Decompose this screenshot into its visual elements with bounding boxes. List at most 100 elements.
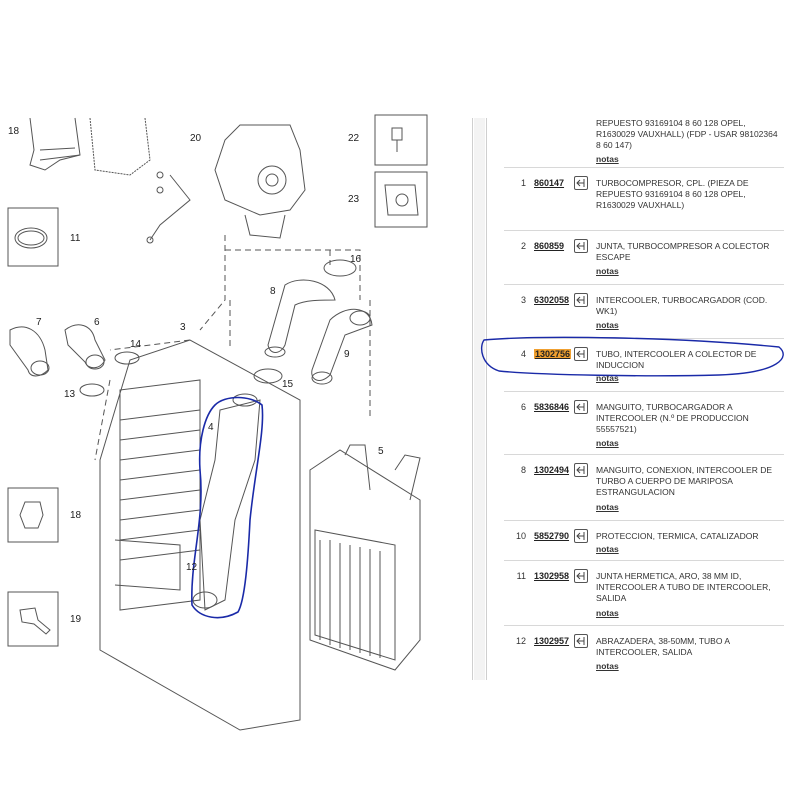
add-to-list-icon[interactable] <box>574 347 588 361</box>
part-item-number: 1 <box>520 178 526 188</box>
add-to-list-icon[interactable] <box>574 529 588 543</box>
part-number-link[interactable]: 1302756 <box>534 349 572 359</box>
intercooler-assembly-3 <box>99 339 301 731</box>
callout-label: 9 <box>344 349 350 360</box>
add-to-list-icon[interactable] <box>574 293 588 307</box>
hose-9 <box>311 308 373 381</box>
part-description: INTERCOOLER, TURBOCARGADOR (COD. WK1) <box>596 295 768 316</box>
part-description: JUNTA HERMETICA, ARO, 38 MM ID, INTERCOO… <box>596 571 771 603</box>
part-description: MANGUITO, TURBOCARGADOR A INTERCOOLER (N… <box>596 402 749 434</box>
callout-label: 16 <box>350 254 362 265</box>
parts-row-highlighted: 4 1302756 TUBO, INTERCOOLER A COLECTOR D… <box>481 336 784 392</box>
part-item-number: 8 <box>520 465 526 475</box>
notes-link[interactable]: notas <box>596 438 619 448</box>
annotation-tube-4 <box>191 396 264 619</box>
part-number-link[interactable]: 5836846 <box>534 402 570 412</box>
part-description: REPUESTO 93169104 8 60 128 OPEL, R163002… <box>596 118 778 150</box>
callout-label: 8 <box>270 286 276 297</box>
add-to-list-icon[interactable] <box>574 569 588 583</box>
parts-list: REPUESTO 93169104 8 60 128 OPEL, R163002… <box>481 118 784 680</box>
tube-4 <box>199 399 261 611</box>
part-description: ABRAZADERA, 38-50MM, TUBO A INTERCOOLER,… <box>596 636 730 657</box>
manifold-part <box>29 117 81 171</box>
part-number-link[interactable]: 860147 <box>534 178 565 188</box>
bolt-inset-19 <box>7 591 59 647</box>
callout-label: 18 <box>8 126 20 137</box>
notes-link[interactable]: notas <box>596 266 619 276</box>
bolt-inset-22 <box>374 114 428 166</box>
panel-divider <box>472 118 473 680</box>
turbocharger-part <box>214 124 306 216</box>
part-description: MANGUITO, CONEXION, INTERCOOLER DE TURBO… <box>596 465 773 497</box>
part-item-number: 10 <box>515 531 526 541</box>
add-to-list-icon[interactable] <box>574 239 588 253</box>
callout-label: 11 <box>70 233 81 244</box>
part-number-link[interactable]: 1302958 <box>534 571 570 581</box>
parts-row: 10 5852790 PROTECCION, TERMICA, CATALIZA… <box>504 521 784 561</box>
callout-label: 15 <box>282 379 294 390</box>
panel-divider <box>486 118 487 680</box>
part-item-number: 2 <box>520 241 526 251</box>
callout-label: 12 <box>186 562 198 573</box>
intercooler-5 <box>309 449 421 671</box>
notes-link[interactable]: notas <box>596 154 619 164</box>
part-description: TUBO, INTERCOOLER A COLECTOR DE INDUCCIO… <box>596 349 757 370</box>
part-description: TURBOCOMPRESOR, CPL. (PIEZA DE REPUESTO … <box>596 178 749 210</box>
callout-label: 13 <box>64 389 76 400</box>
clamp-14 <box>114 351 140 365</box>
add-to-list-icon[interactable] <box>574 463 588 477</box>
part-number-link[interactable]: 6302058 <box>534 295 570 305</box>
part-item-number: 6 <box>520 402 526 412</box>
callout-label: 4 <box>208 422 214 433</box>
annotation-circle <box>481 336 784 377</box>
callout-label: 20 <box>190 133 202 144</box>
parts-row: 6 5836846 MANGUITO, TURBOCARGADOR A INTE… <box>504 392 784 455</box>
parts-row: 2 860859 JUNTA, TURBOCOMPRESOR A COLECTO… <box>504 231 784 285</box>
part-item-number: 3 <box>520 295 526 305</box>
callout-label: 3 <box>180 322 186 333</box>
part-number-link[interactable]: 1302957 <box>534 636 570 646</box>
hose-6 <box>64 324 106 369</box>
parts-row: 11 1302958 JUNTA HERMETICA, ARO, 38 MM I… <box>504 561 784 626</box>
hose-8 <box>267 279 336 353</box>
clamp-13 <box>79 383 105 397</box>
parts-row: 3 6302058 INTERCOOLER, TURBOCARGADOR (CO… <box>504 285 784 339</box>
notes-link[interactable]: notas <box>596 661 619 671</box>
callout-label: 22 <box>348 133 360 144</box>
exploded-parts-diagram: 18 20 22 23 11 16 7 6 3 8 14 9 13 15 4 1… <box>7 114 428 731</box>
callout-label: 7 <box>36 317 42 328</box>
clamp-16 <box>323 259 357 277</box>
part-description: PROTECCION, TERMICA, CATALIZADOR <box>596 531 759 541</box>
add-to-list-icon[interactable] <box>574 634 588 648</box>
notes-link[interactable]: notas <box>596 544 619 554</box>
parts-row: REPUESTO 93169104 8 60 128 OPEL, R163002… <box>504 118 784 168</box>
hose-7 <box>9 326 49 377</box>
callout-label: 19 <box>70 614 82 625</box>
part-item-number: 12 <box>515 636 526 646</box>
part-description: JUNTA, TURBOCOMPRESOR A COLECTOR ESCAPE <box>596 241 770 262</box>
scrollbar[interactable] <box>474 118 485 680</box>
parts-row: 1 860147 TURBOCOMPRESOR, CPL. (PIEZA DE … <box>504 168 784 231</box>
part-number-link[interactable]: 860859 <box>534 241 565 251</box>
bolt-inset-18 <box>7 487 59 543</box>
parts-row: 12 1302957 ABRAZADERA, 38-50MM, TUBO A I… <box>504 626 784 680</box>
part-item-number: 11 <box>516 571 526 581</box>
gasket-inset-23 <box>374 171 428 228</box>
callout-label: 23 <box>348 194 360 205</box>
callout-label: 14 <box>130 339 142 350</box>
notes-link[interactable]: notas <box>596 608 619 618</box>
add-to-list-icon[interactable] <box>574 400 588 414</box>
clamp-15 <box>253 368 283 384</box>
parts-row: 8 1302494 MANGUITO, CONEXION, INTERCOOLE… <box>504 455 784 521</box>
part-number-link[interactable]: 1302494 <box>534 465 570 475</box>
callout-label: 6 <box>94 317 100 328</box>
notes-link[interactable]: notas <box>596 502 619 512</box>
part-number-link[interactable]: 5852790 <box>534 531 570 541</box>
notes-link[interactable]: notas <box>596 320 619 330</box>
part-item-number: 4 <box>520 349 526 359</box>
callout-label: 18 <box>70 510 82 521</box>
add-to-list-icon[interactable] <box>574 176 588 190</box>
notes-link[interactable]: notas <box>596 373 619 383</box>
oring-inset-11 <box>7 207 59 267</box>
callout-label: 5 <box>378 446 384 457</box>
